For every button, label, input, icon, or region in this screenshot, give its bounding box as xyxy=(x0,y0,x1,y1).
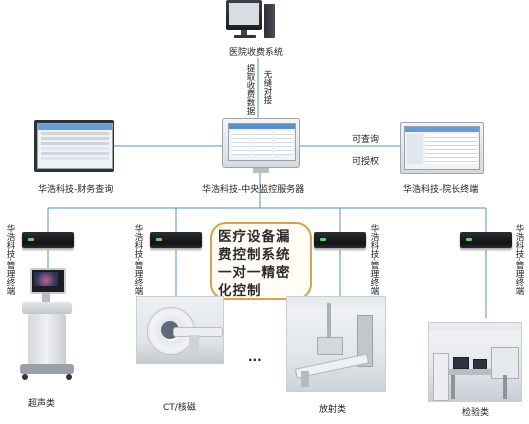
extract-data-label: 提取收费数据 xyxy=(245,64,255,115)
laboratory-image xyxy=(428,322,522,402)
radiology-image xyxy=(286,296,386,392)
callout-line-1: 医疗设备漏 xyxy=(218,229,291,245)
management-terminal-1 xyxy=(22,232,74,248)
seamless-label: 无缝对接 xyxy=(262,70,272,104)
management-terminal-2 xyxy=(150,232,202,248)
callout-line-3: 一对一精密 xyxy=(218,265,291,281)
ultrasound-device-image xyxy=(16,268,80,388)
management-terminal-4 xyxy=(460,232,512,248)
terminal-2-label: 华浩科技-管理终端 xyxy=(133,224,143,296)
billing-system-computer xyxy=(226,0,276,44)
ultrasound-label: 超声类 xyxy=(28,399,56,409)
billing-system-label: 医院收费系统 xyxy=(229,48,284,58)
ct-mri-image xyxy=(136,296,224,364)
laboratory-label: 检验类 xyxy=(462,408,490,418)
system-callout: 医疗设备漏 费控制系统 一对一精密 化控制 xyxy=(210,222,312,300)
callout-line-2: 费控制系统 xyxy=(218,247,291,263)
president-terminal-label: 华浩科技-院长终端 xyxy=(403,185,479,195)
ct-mri-label: CT/核磁 xyxy=(163,403,196,413)
terminal-4-label: 华浩科技-管理终端 xyxy=(514,224,524,296)
more-devices-ellipsis: ... xyxy=(248,350,262,364)
radiology-label: 放射类 xyxy=(319,405,347,415)
finance-query-monitor xyxy=(34,120,114,174)
callout-line-4: 化控制 xyxy=(218,283,262,299)
president-terminal-monitor xyxy=(400,122,484,176)
management-terminal-3 xyxy=(314,232,366,248)
central-server-computer xyxy=(222,118,300,174)
can-query-label: 可查询 xyxy=(352,135,380,145)
terminal-1-label: 华浩科技-管理终端 xyxy=(5,224,15,296)
finance-query-label: 华浩科技-财务查询 xyxy=(38,185,114,195)
central-server-label: 华浩科技-中央监控服务器 xyxy=(202,185,305,195)
can-authorize-label: 可授权 xyxy=(352,157,380,167)
terminal-3-label: 华浩科技-管理终端 xyxy=(369,224,379,296)
